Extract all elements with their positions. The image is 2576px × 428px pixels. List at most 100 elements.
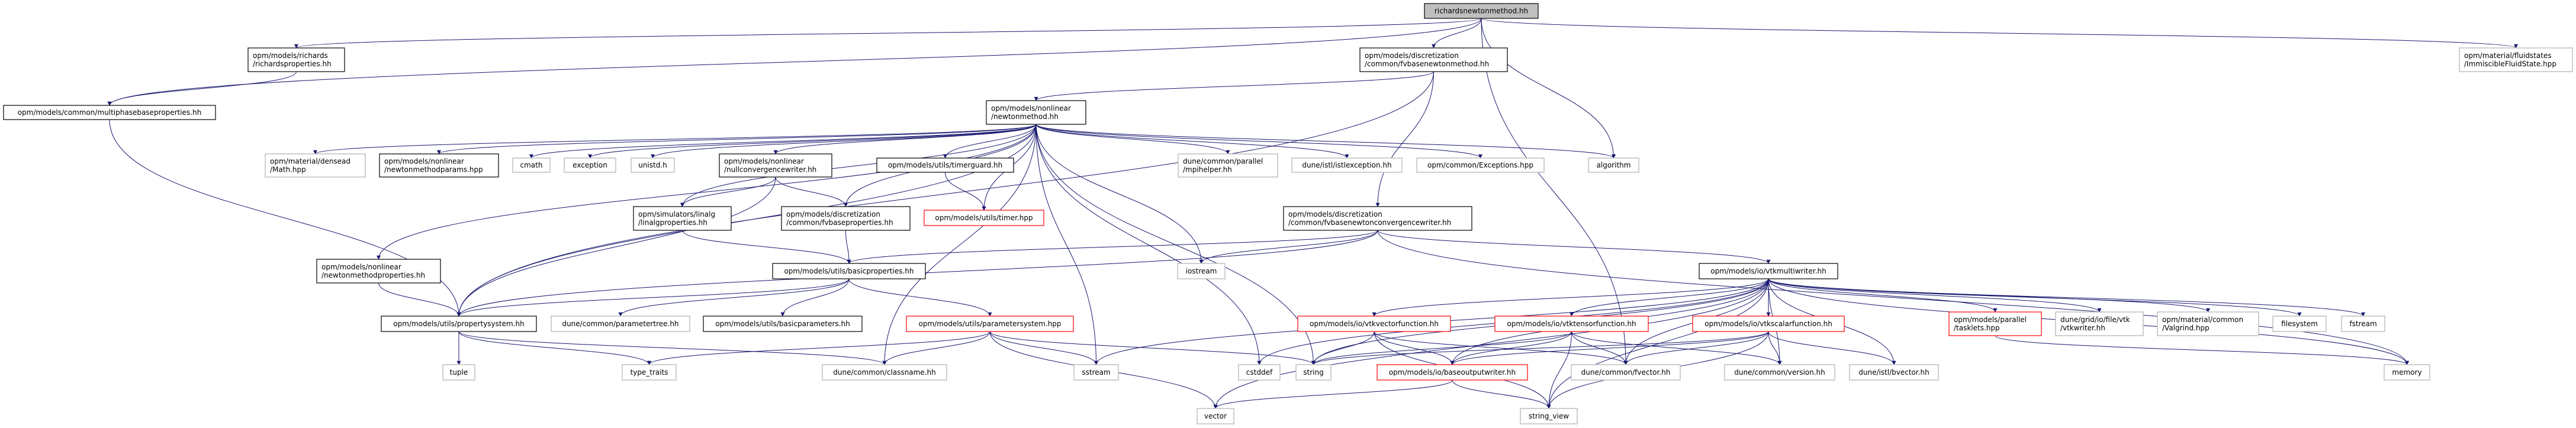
- node-timer[interactable]: opm/models/utils/timer.hpp: [924, 210, 1044, 226]
- edge-propsys-to-classname: [458, 331, 887, 365]
- node-paramsys[interactable]: opm/models/utils/parametersystem.hpp: [906, 316, 1074, 332]
- node-fvbasenewton[interactable]: opm/models/discretization/common/fvbasen…: [1359, 47, 1508, 72]
- node-label: sstream: [1082, 368, 1110, 376]
- node-label: /richardsproperties.hh: [253, 60, 332, 68]
- node-string[interactable]: string: [1295, 364, 1332, 381]
- node-vtkvector[interactable]: opm/models/io/vtkvectorfunction.hh: [1297, 316, 1451, 332]
- node-iostream[interactable]: iostream: [1177, 263, 1226, 279]
- node-tuple[interactable]: tuple: [442, 364, 475, 381]
- node-paramtree[interactable]: dune/common/parametertree.hh: [551, 316, 690, 332]
- node-label: iostream: [1186, 267, 1217, 275]
- node-box: [2459, 47, 2573, 72]
- edge-newton-to-nmparams: [437, 124, 1037, 155]
- node-typetraits[interactable]: type_traits: [622, 364, 677, 381]
- node-stringview[interactable]: string_view: [1520, 408, 1578, 424]
- node-vtkwriter[interactable]: dune/grid/io/file/vtk/vtkwriter.hh: [2055, 311, 2144, 336]
- node-version[interactable]: dune/common/version.hh: [1724, 364, 1835, 381]
- node-root[interactable]: richardsnewtonmethod.hh: [1424, 3, 1539, 19]
- edge-vtkscalar-to-version: [1768, 331, 1782, 365]
- node-linalg[interactable]: opm/simulators/linalg/linalgproperties.h…: [633, 206, 732, 231]
- node-mpihelper[interactable]: dune/common/parallel/mpihelper.hh: [1178, 153, 1278, 178]
- node-nmparams[interactable]: opm/models/nonlinear/newtonmethodparams.…: [379, 153, 499, 178]
- node-fstream[interactable]: fstream: [2341, 316, 2385, 332]
- node-label: opm/models/io/vtkscalarfunction.hh: [1705, 320, 1832, 328]
- node-label: opm/models/io/vtkvectorfunction.hh: [1310, 320, 1439, 328]
- node-classname[interactable]: dune/common/classname.hh: [822, 364, 947, 381]
- node-vtkscalar[interactable]: opm/models/io/vtkscalarfunction.hh: [1692, 316, 1845, 332]
- node-box: [1494, 316, 1649, 332]
- node-newton[interactable]: opm/models/nonlinear/newtonmethod.hh: [986, 100, 1086, 125]
- node-box: [564, 157, 616, 173]
- node-label: filesystem: [2281, 320, 2318, 328]
- edge-vtkvector-to-baseout: [1374, 331, 1455, 365]
- node-fvbaseprops[interactable]: opm/models/discretization/common/fvbasep…: [781, 206, 911, 231]
- edge-root-to-immiscible: [1481, 18, 2518, 49]
- edge-nullconv-to-propsys: [456, 176, 776, 317]
- node-vector[interactable]: vector: [1197, 408, 1234, 424]
- node-valgrind[interactable]: opm/material/common/Valgrind.hpp: [2157, 311, 2259, 336]
- edge-newton-to-mpihelper: [1035, 124, 1230, 155]
- node-algorithm[interactable]: algorithm: [1588, 157, 1639, 173]
- edge-vtktensor-to-string: [1311, 331, 1572, 365]
- node-box: [2341, 316, 2385, 332]
- node-nullconv[interactable]: opm/models/nonlinear/nullconvergencewrit…: [719, 153, 832, 178]
- edge-newton-to-cmath: [529, 124, 1037, 159]
- node-basicprops[interactable]: opm/models/utils/basicproperties.hh: [772, 263, 926, 279]
- node-multiphase[interactable]: opm/models/common/multiphasebaseproperti…: [3, 105, 216, 120]
- edge-vtktensor-to-stringview: [1546, 331, 1572, 409]
- node-label: dune/istl/istlexception.hh: [1302, 161, 1391, 169]
- node-box: [1377, 364, 1528, 381]
- node-exceptions[interactable]: opm/common/Exceptions.hpp: [1416, 157, 1545, 173]
- edge-vtkmulti-to-vtkvector: [1372, 278, 1769, 317]
- node-richardsprops[interactable]: opm/models/richards/richardsproperties.h…: [247, 47, 345, 72]
- node-densead[interactable]: opm/material/densead/Math.hpp: [265, 153, 366, 178]
- node-exception[interactable]: exception: [564, 157, 616, 173]
- node-memory[interactable]: memory: [2384, 364, 2430, 381]
- node-timerguard[interactable]: opm/models/utils/timerguard.hh: [876, 157, 1014, 173]
- node-box: [622, 364, 677, 381]
- edge-newton-to-exceptions: [1035, 124, 1482, 159]
- edge-root-to-richardsprops: [294, 18, 1482, 49]
- node-bvector[interactable]: dune/istl/bvector.hh: [1849, 364, 1939, 381]
- node-istlexc[interactable]: dune/istl/istlexception.hh: [1291, 157, 1403, 173]
- node-convwriter[interactable]: opm/models/discretization/common/fvbasen…: [1283, 206, 1472, 231]
- node-box: [3, 105, 216, 120]
- node-cstddef[interactable]: cstddef: [1238, 364, 1281, 381]
- node-box: [719, 153, 832, 178]
- node-basicparams[interactable]: opm/models/utils/basicparameters.hh: [703, 316, 863, 332]
- edge-vtkscalar-to-baseout: [1450, 331, 1769, 365]
- node-propsys[interactable]: opm/models/utils/propertysystem.hh: [381, 316, 537, 332]
- node-box: [379, 153, 499, 178]
- node-box: [822, 364, 947, 381]
- node-vtkmulti[interactable]: opm/models/io/vtkmultiwriter.hh: [1699, 263, 1838, 279]
- node-box: [1424, 3, 1539, 19]
- node-label: /mpihelper.hh: [1183, 166, 1232, 174]
- node-nmprops[interactable]: opm/models/nonlinear/newtonmethodpropert…: [316, 259, 441, 284]
- node-label: opm/models/nonlinear: [321, 263, 401, 271]
- node-fvector[interactable]: dune/common/fvector.hh: [1571, 364, 1681, 381]
- node-label: /linalgproperties.hh: [638, 218, 707, 227]
- node-filesystem[interactable]: filesystem: [2272, 316, 2327, 332]
- node-immiscible[interactable]: opm/material/fluidstates/ImmiscibleFluid…: [2459, 47, 2573, 72]
- node-vtktensor[interactable]: opm/models/io/vtktensorfunction.hh: [1494, 316, 1649, 332]
- edge-linalg-to-basicprops: [682, 230, 851, 264]
- node-label: opm/models/io/baseoutputwriter.hh: [1389, 368, 1516, 376]
- node-label: dune/common/version.hh: [1734, 368, 1825, 376]
- node-label: opm/material/fluidstates: [2464, 52, 2552, 60]
- node-sstream[interactable]: sstream: [1073, 364, 1119, 381]
- edge-newton-to-classname: [882, 124, 1037, 365]
- node-cmath[interactable]: cmath: [512, 157, 551, 173]
- node-box: [924, 210, 1044, 226]
- node-baseout[interactable]: opm/models/io/baseoutputwriter.hh: [1377, 364, 1528, 381]
- edge-timerguard-to-timer: [945, 172, 986, 211]
- node-label: /tasklets.hpp: [1954, 324, 2000, 332]
- edge-root-to-multiphase: [107, 18, 1482, 106]
- node-box: [1297, 316, 1451, 332]
- edge-newton-to-sstream: [1035, 124, 1098, 365]
- node-label: /newtonmethod.hh: [991, 112, 1059, 121]
- edge-vtkmulti-to-fstream: [1768, 278, 2365, 317]
- node-tasklets[interactable]: opm/models/parallel/tasklets.hpp: [1948, 311, 2042, 336]
- node-unistd[interactable]: unistd.h: [631, 157, 675, 173]
- node-label: /nullconvergencewriter.hh: [724, 166, 816, 174]
